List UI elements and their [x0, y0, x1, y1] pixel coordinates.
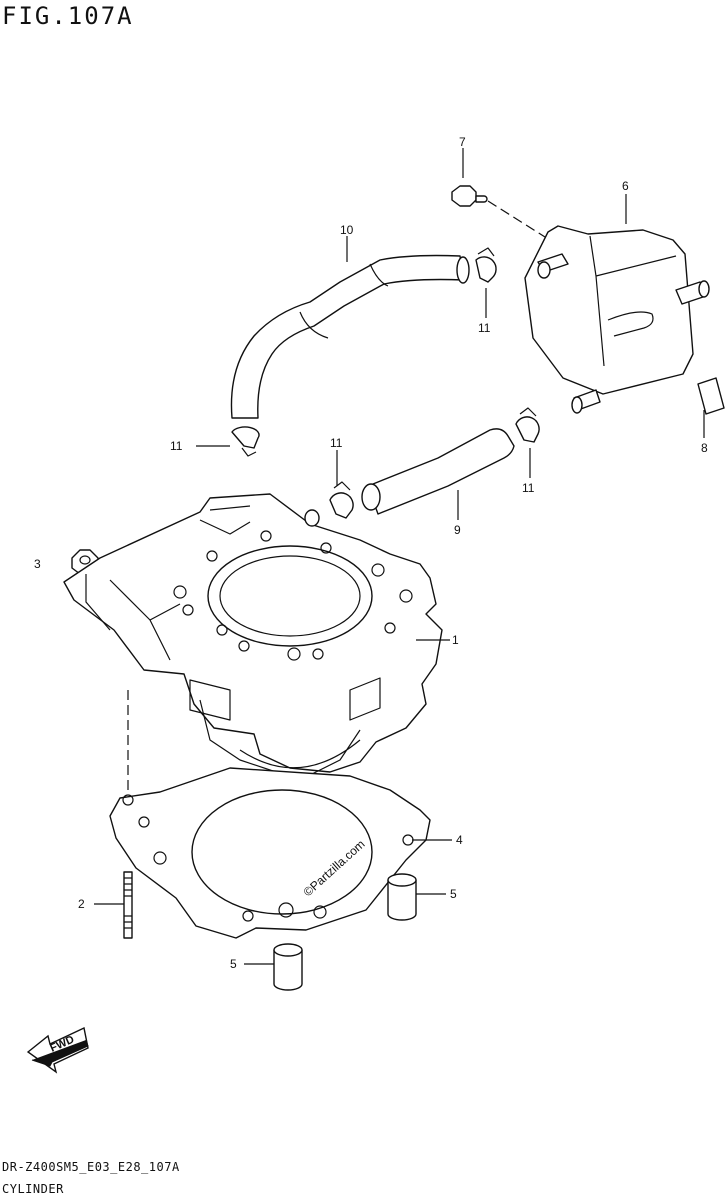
- callout-11-left: 11: [170, 439, 183, 453]
- part-1-cylinder[interactable]: [63, 493, 443, 781]
- callout-10: 10: [340, 223, 354, 237]
- part-11-clamp-right[interactable]: [515, 407, 540, 443]
- part-7-guide-line: [487, 200, 546, 238]
- callout-1: 1: [452, 633, 459, 647]
- part-6-canister[interactable]: [524, 225, 710, 414]
- callout-11-middle: 11: [330, 436, 343, 450]
- part-9-hose[interactable]: [361, 428, 515, 515]
- part-8-pad[interactable]: [697, 377, 725, 415]
- callout-7: 7: [459, 135, 466, 149]
- footer-section-title: CYLINDER: [2, 1182, 64, 1196]
- callout-4: 4: [456, 833, 463, 847]
- callout-8: 8: [701, 441, 708, 455]
- fwd-arrow-icon: FWD: [26, 1026, 89, 1074]
- callout-9: 9: [454, 523, 461, 537]
- part-2-stud[interactable]: [123, 871, 133, 939]
- part-5-dowel-right[interactable]: [387, 873, 417, 921]
- part-11-clamp-left[interactable]: [231, 426, 260, 457]
- part-10-hose[interactable]: [230, 254, 470, 419]
- part-7-bolt[interactable]: [451, 185, 488, 207]
- callout-5-right: 5: [450, 887, 457, 901]
- figure-title: FIG.107A: [2, 2, 134, 30]
- callout-5-bottom: 5: [230, 957, 237, 971]
- callout-3: 3: [34, 557, 41, 571]
- callout-11-upper: 11: [478, 321, 491, 335]
- callout-11-right: 11: [522, 481, 535, 495]
- leader-lines: [85, 148, 705, 965]
- footer-code: DR-Z400SM5_E03_E28_107A: [2, 1160, 180, 1174]
- callout-6: 6: [622, 179, 629, 193]
- callout-2: 2: [78, 897, 85, 911]
- part-11-clamp-middle[interactable]: [329, 481, 354, 519]
- part-11-clamp-upper[interactable]: [475, 247, 497, 283]
- part-4-gasket[interactable]: [109, 767, 431, 939]
- part-5-dowel-bottom[interactable]: [273, 943, 303, 991]
